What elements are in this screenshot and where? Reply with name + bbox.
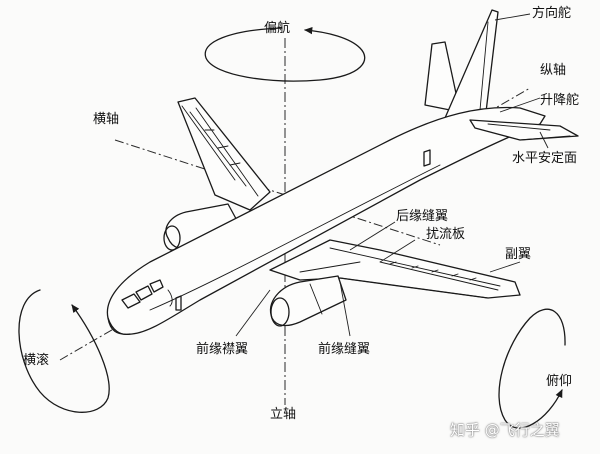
label-trailing-edge-flap: 后缘缝翼 — [396, 209, 449, 224]
label-spoiler: 扰流板 — [426, 227, 466, 242]
roll-rotation-arrow — [18, 289, 110, 413]
label-elevator: 升降舵 — [540, 93, 580, 108]
fuselage — [106, 106, 546, 336]
label-leading-edge-slat: 前缘缝翼 — [318, 342, 371, 357]
left-wing — [177, 97, 271, 211]
label-vertical-axis: 立轴 — [270, 407, 297, 422]
trailing-flap-leader — [349, 221, 396, 251]
leading-flap-leader — [235, 289, 271, 337]
label-pitch: 俯仰 — [546, 374, 573, 389]
label-longitudinal-axis: 纵轴 — [540, 63, 567, 78]
leading-slat-leader — [339, 281, 351, 337]
label-lateral-axis: 横轴 — [93, 112, 120, 127]
rudder-leader — [494, 13, 531, 21]
label-aileron: 副翼 — [505, 247, 532, 262]
elevator-leader — [499, 97, 541, 113]
horizontal-stabilizer — [469, 119, 579, 141]
label-yaw: 偏航 — [264, 21, 291, 36]
yaw-rotation-arrow — [204, 27, 366, 82]
label-horizontal-stabilizer: 水平安定面 — [512, 151, 578, 166]
vertical-stabilizer — [424, 9, 499, 119]
right-engine — [270, 275, 347, 327]
aileron-leader — [489, 261, 521, 273]
label-roll: 横滚 — [23, 353, 50, 368]
pitch-rotation-arrow — [498, 308, 566, 429]
right-wing — [269, 239, 521, 299]
label-leading-edge-flap: 前缘襟翼 — [196, 342, 249, 357]
label-rudder: 方向舵 — [532, 6, 572, 21]
stabilizer-leader — [539, 131, 549, 149]
spoiler-leader — [379, 239, 416, 263]
watermark: 知乎 @飞行之翼 — [450, 421, 560, 439]
left-engine — [163, 203, 241, 251]
